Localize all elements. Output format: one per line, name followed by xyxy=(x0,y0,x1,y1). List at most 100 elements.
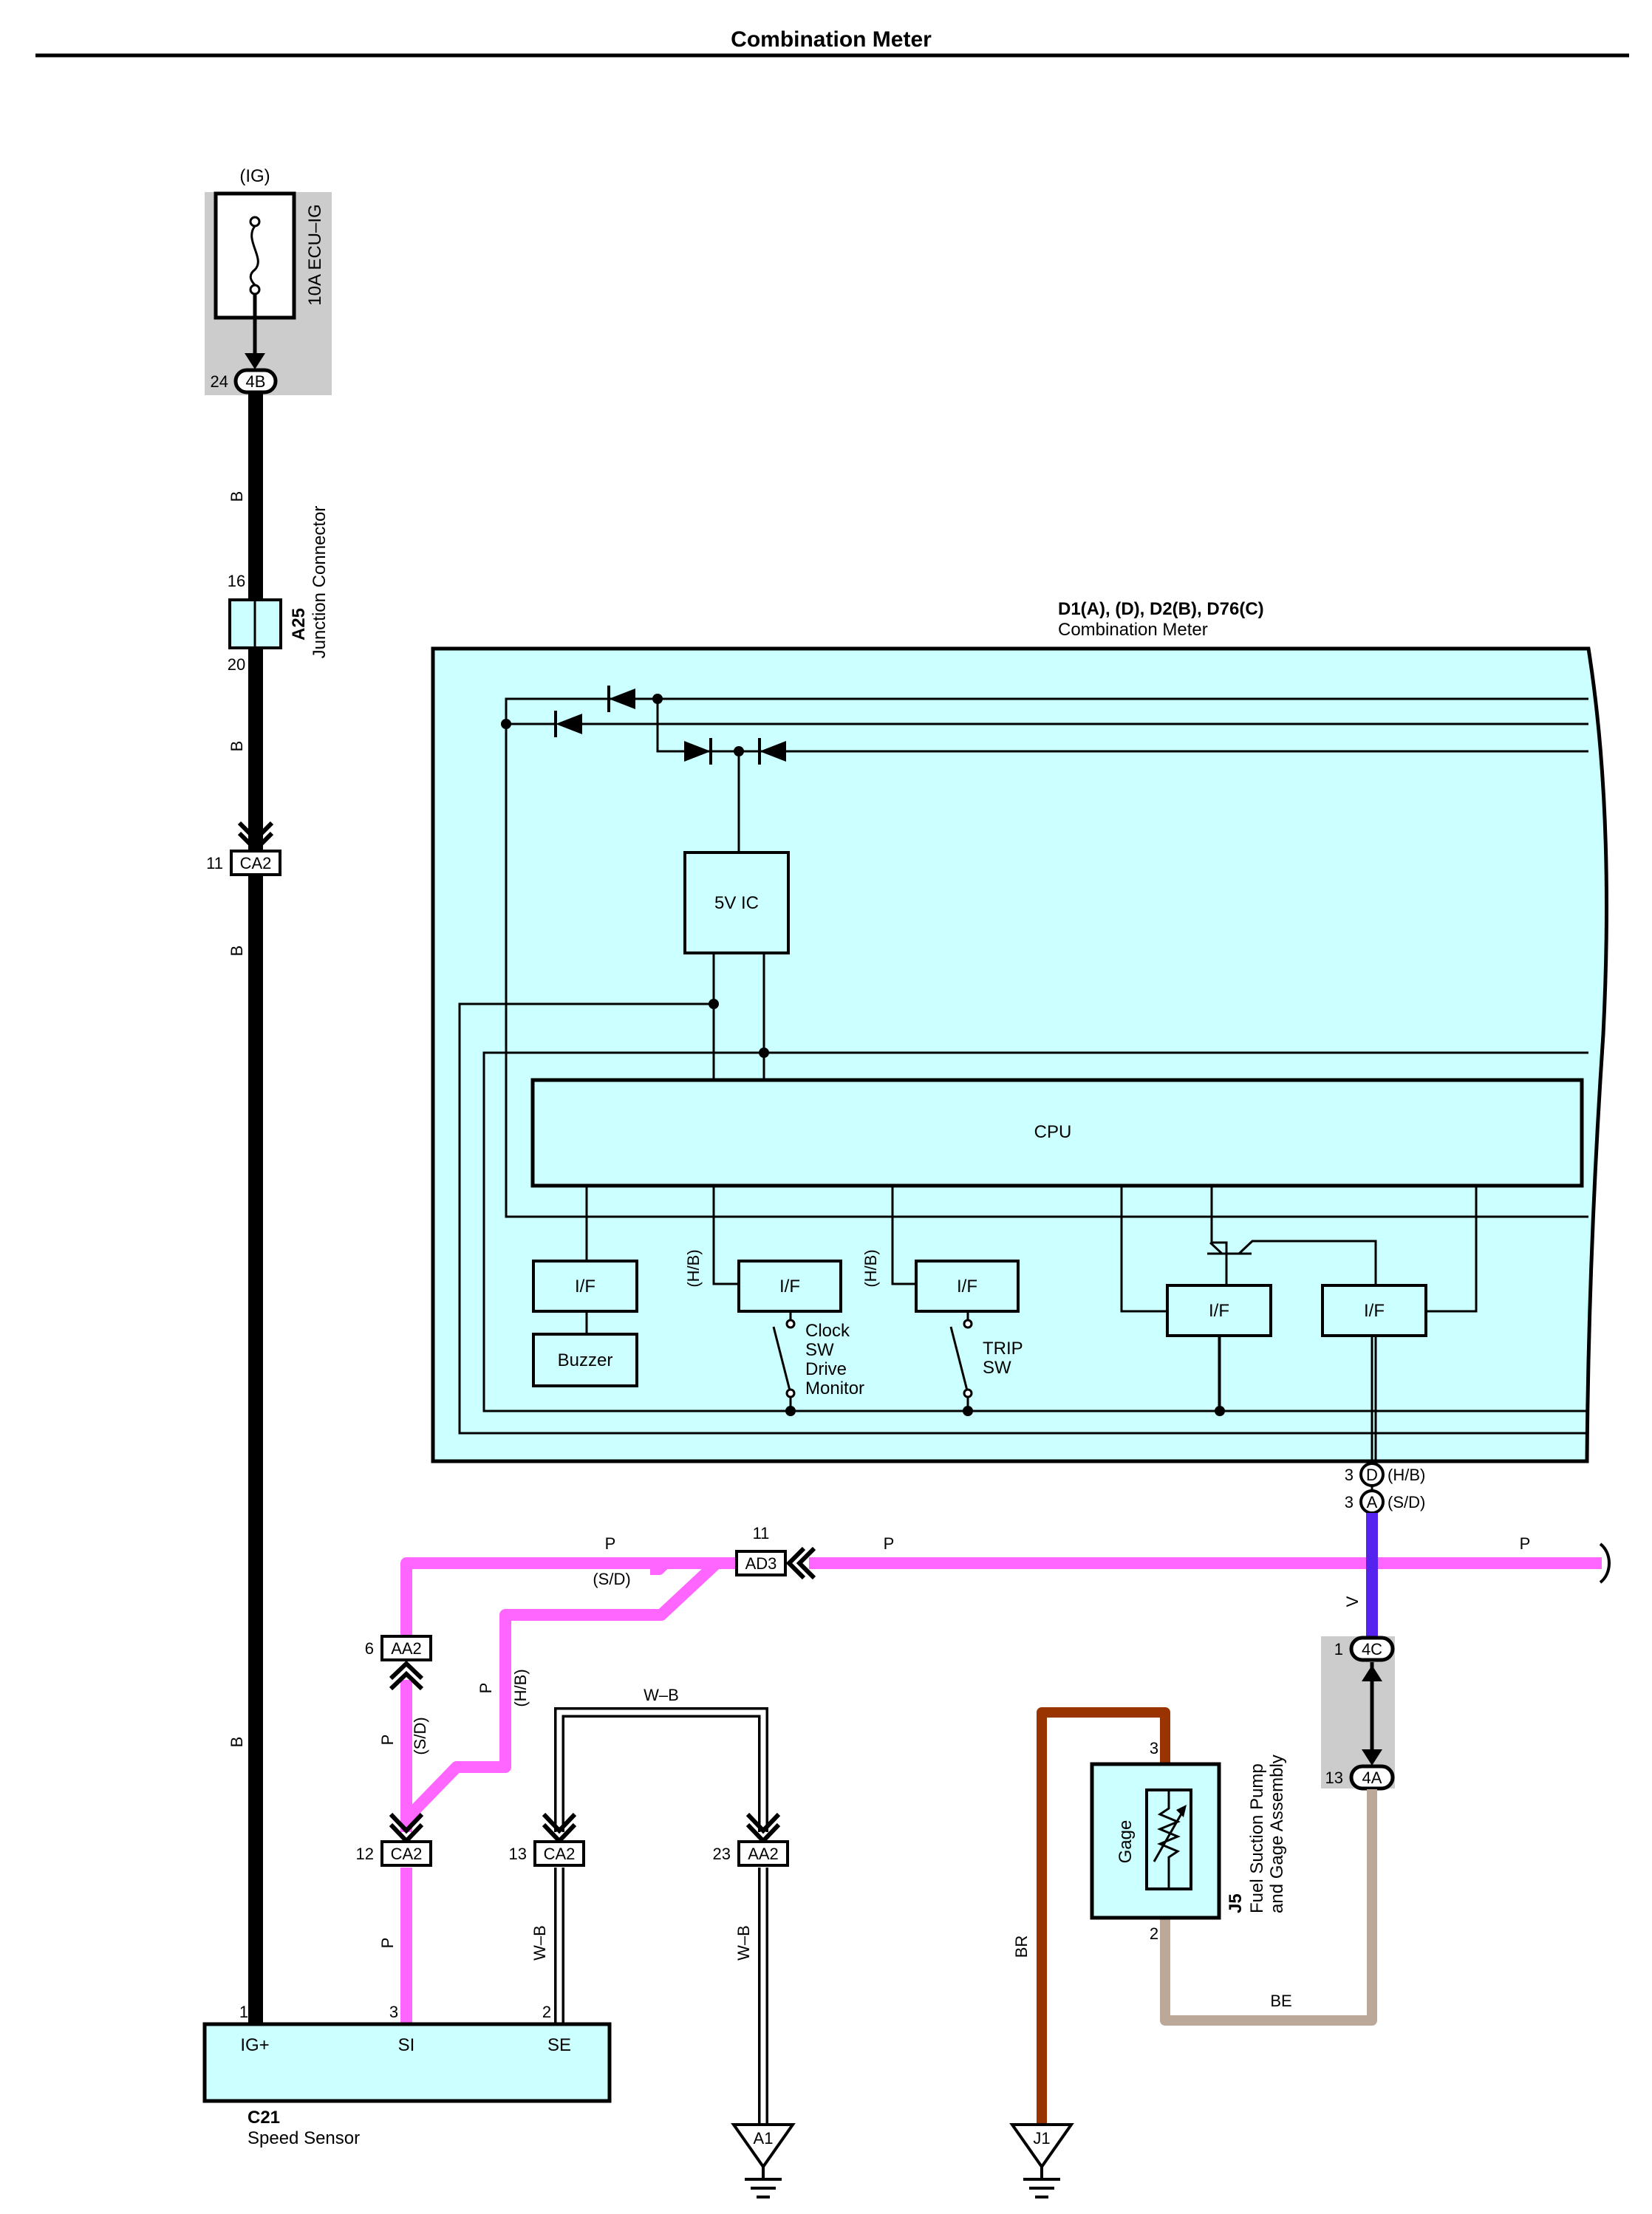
speed-sensor-name: Speed Sensor xyxy=(248,2128,360,2148)
speed-sensor-si-label: SI xyxy=(398,2035,415,2055)
wire-variant-sd: (S/D) xyxy=(593,1570,630,1588)
diode-icon xyxy=(556,714,582,734)
diode-icon-4 xyxy=(760,741,786,762)
connector-4c xyxy=(1349,1636,1395,1662)
fuel-pump-code: J5 xyxy=(1226,1893,1246,1913)
wire-color-b-1: B xyxy=(228,491,246,502)
connector-ca2-si xyxy=(380,1840,432,1867)
wire-color-p-1: P xyxy=(605,1534,616,1553)
variable-resistor-icon xyxy=(1157,1790,1181,1889)
speed-sensor-box xyxy=(202,2022,612,2103)
switch-contact-4 xyxy=(963,1388,973,1398)
interface-box-clock xyxy=(737,1260,842,1313)
clock-sw-line2: SW xyxy=(805,1340,834,1360)
fuel-gage-pin-top: 3 xyxy=(1150,1739,1158,1757)
fuel-gage-label: Gage xyxy=(1116,1820,1136,1864)
connector-4a-label: 4A xyxy=(1362,1769,1382,1787)
wire-color-wb-1: W–B xyxy=(644,1686,679,1704)
connector-d-variant: (H/B) xyxy=(1388,1466,1425,1484)
arrow-down-icon-2 xyxy=(1362,1749,1382,1766)
interface-label-1: I/F xyxy=(575,1277,595,1296)
speed-sensor-pin2: 2 xyxy=(542,2003,551,2021)
buzzer-box xyxy=(532,1333,638,1387)
buzzer-label: Buzzer xyxy=(558,1350,613,1370)
connector-ad3 xyxy=(735,1550,787,1576)
double-chevron-left-icon xyxy=(785,1546,816,1580)
wire-color-be: BE xyxy=(1270,1992,1291,2010)
wire-color-wb-2: W–B xyxy=(530,1925,549,1961)
connector-ca2-top-pin: 11 xyxy=(206,854,223,872)
connector-a-pin: 3 xyxy=(1345,1493,1354,1511)
wire-color-br: BR xyxy=(1012,1935,1031,1958)
cpu-box xyxy=(530,1078,1584,1188)
junction-pin-bottom: 20 xyxy=(228,655,245,674)
connector-ca2-se-pin: 13 xyxy=(509,1845,527,1863)
meter-code: D1(A), (D), D2(B), D76(C) xyxy=(1058,599,1264,619)
wire-wb xyxy=(554,1707,768,2125)
arrow-down-icon xyxy=(245,353,265,369)
connector-d-label: D xyxy=(1366,1466,1378,1484)
fuse-terminal-bottom xyxy=(249,284,261,295)
fuel-gage-pin-bottom: 2 xyxy=(1150,1924,1158,1943)
connector-4b-label: 4B xyxy=(246,372,266,391)
variable-resistor-arrow xyxy=(1153,1809,1185,1862)
variant-hb-label-2: (H/B) xyxy=(861,1249,880,1287)
connector-ad3-label: AD3 xyxy=(745,1554,777,1573)
interface-box-buzzer xyxy=(532,1260,638,1313)
connector-4b xyxy=(233,368,278,394)
clock-sw-line4: Monitor xyxy=(805,1378,864,1398)
switch-contact-2 xyxy=(785,1388,796,1398)
interface-label-4: I/F xyxy=(1209,1301,1229,1321)
wire-color-p-4: P xyxy=(378,1735,397,1746)
wire-color-p-5: P xyxy=(477,1683,495,1694)
wire-variant-hb: (H/B) xyxy=(511,1669,530,1706)
connector-ca2-si-label: CA2 xyxy=(391,1845,423,1863)
ground-a1-label: A1 xyxy=(754,2129,774,2148)
fuse-name: 10A ECU–IG xyxy=(305,204,325,305)
trip-sw-line2: SW xyxy=(983,1358,1011,1378)
interface-label-5: I/F xyxy=(1364,1301,1385,1321)
wire-color-wb-3: W–B xyxy=(734,1925,753,1961)
wire-color-v: V xyxy=(1343,1596,1362,1607)
connector-ca2-se xyxy=(533,1840,585,1867)
connector-ca2-top-label: CA2 xyxy=(240,854,272,872)
wire-color-b-3: B xyxy=(228,946,246,957)
wire-p xyxy=(400,1557,1602,2024)
connector-d-pin: 3 xyxy=(1345,1466,1354,1484)
speed-sensor-code: C21 xyxy=(248,2108,280,2128)
wire-variant-sd-2: (S/D) xyxy=(411,1717,429,1755)
fuse-terminal-top xyxy=(249,216,261,228)
trip-sw-line1: TRIP xyxy=(983,1339,1023,1359)
wire-p-end-icon xyxy=(1599,1542,1611,1584)
interface-label-2: I/F xyxy=(779,1277,800,1296)
wire-br xyxy=(1037,1707,1170,2125)
connector-aa2-left-label: AA2 xyxy=(391,1639,422,1658)
connector-4b-pin: 24 xyxy=(211,372,228,391)
meter-internal-wiring xyxy=(458,697,1588,1461)
meter-name: Combination Meter xyxy=(1058,620,1208,640)
connector-aa2-right xyxy=(737,1840,789,1867)
ground-j1-icon xyxy=(1009,2123,1074,2198)
connector-ca2-si-pin: 12 xyxy=(356,1845,374,1863)
switch-contact xyxy=(785,1319,796,1329)
wire-color-b-2: B xyxy=(228,741,246,752)
connector-ca2-se-label: CA2 xyxy=(544,1845,576,1863)
connector-aa2-left-pin: 6 xyxy=(365,1639,374,1658)
speed-sensor-pin3: 3 xyxy=(389,2003,398,2021)
connector-4c-pin: 1 xyxy=(1334,1640,1343,1658)
page-title: Combination Meter xyxy=(731,27,932,52)
connector-aa2-right-label: AA2 xyxy=(748,1845,779,1863)
speed-sensor-pin1: 1 xyxy=(239,2003,248,2021)
interface-box-trip xyxy=(915,1260,1020,1313)
junction-name: Junction Connector xyxy=(310,506,330,659)
wire-be xyxy=(1160,1789,1377,2026)
connector-a-variant: (S/D) xyxy=(1388,1493,1425,1511)
cpu-label: CPU xyxy=(1034,1122,1072,1142)
diode-icon-3 xyxy=(684,741,711,762)
connector-aa2-left xyxy=(380,1635,432,1661)
speed-sensor-ig-label: IG+ xyxy=(240,2035,269,2055)
wire-color-p-3: P xyxy=(1520,1534,1531,1553)
clock-sw-line3: Drive xyxy=(805,1359,847,1379)
connector-aa2-right-pin: 23 xyxy=(713,1845,731,1863)
connector-4a xyxy=(1349,1764,1395,1791)
